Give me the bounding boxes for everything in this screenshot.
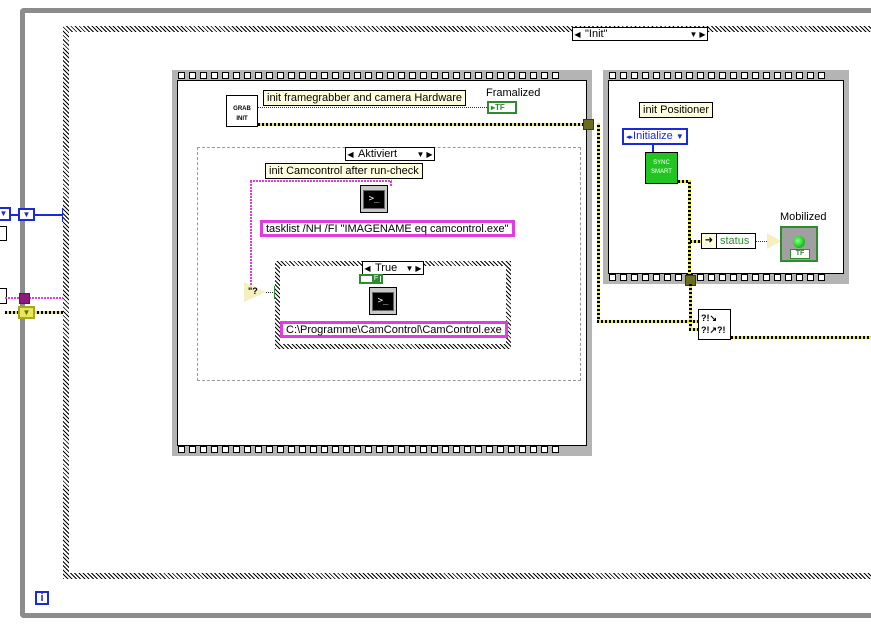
framalized-terminal-text: TF — [495, 103, 505, 112]
diagram-disable-value: Aktiviert — [358, 148, 398, 160]
dropdown-arrow-icon[interactable]: ▼ — [416, 149, 425, 159]
loop-iteration-terminal: i — [35, 591, 49, 605]
enum-control-left: ▼ — [0, 207, 11, 221]
decrement-arrow-icon[interactable]: ◀ — [364, 263, 371, 273]
decrement-arrow-icon[interactable]: ◀ — [574, 29, 581, 39]
framalized-label: Framalized — [486, 87, 541, 99]
dropdown-arrow-icon: ▼ — [675, 132, 684, 141]
match-pattern-icon[interactable] — [244, 282, 266, 302]
led-icon — [793, 236, 805, 248]
increment-arrow-icon[interactable]: ▶ — [699, 29, 706, 39]
inner-case-selector-value: True — [375, 262, 398, 274]
boolean-false-constant[interactable]: F — [359, 274, 383, 284]
main-case-selector[interactable]: ◀ "Init" ▼ ▶ — [572, 27, 708, 41]
error-wire-frame2 — [678, 180, 690, 183]
positioner-comment: init Positioner — [639, 102, 714, 118]
string-tunnel-left — [19, 293, 30, 304]
system-exec-icon[interactable]: >_ — [360, 185, 388, 213]
merge-errors-function[interactable]: ?!↘?!↗?! — [698, 309, 731, 340]
match-pattern-glyph: "? — [248, 286, 258, 296]
string-wire — [250, 180, 252, 285]
grab-init-comment: init framegrabber and camera Hardware — [263, 90, 467, 106]
unbundle-by-name[interactable]: ➜ status — [701, 233, 756, 249]
enum-value: Initialize — [633, 130, 673, 142]
error-wire — [689, 328, 699, 331]
mobilized-terminal-text: TF — [790, 249, 810, 259]
sync-smart-subvi[interactable]: SYNC SMART — [645, 152, 678, 184]
error-branch-wire — [690, 240, 702, 243]
decrement-arrow-icon[interactable]: ◀ — [347, 149, 354, 159]
framalized-indicator[interactable]: ▸TF — [487, 101, 517, 114]
grab-init-subvi[interactable]: GRAB INIT — [226, 95, 258, 127]
mobilized-label: Mobilized — [780, 211, 827, 223]
error-tunnel-frame1 — [583, 119, 594, 130]
not-function-icon[interactable] — [767, 233, 781, 249]
tasklist-command-constant[interactable]: tasklist /NH /FI "IMAGENAME eq camcontro… — [260, 220, 515, 237]
string-wire — [390, 180, 392, 186]
boolean-wire — [266, 292, 276, 293]
grab-init-line1: GRAB — [233, 106, 251, 112]
enum-wire — [652, 145, 654, 153]
unbundle-field: status — [716, 234, 755, 248]
arrow-icon: ➜ — [704, 235, 714, 246]
mobilized-led-indicator[interactable]: TF — [780, 226, 818, 262]
camcontrol-path-constant[interactable]: C:\Programme\CamControl\CamControl.exe — [280, 321, 508, 338]
boolean-wire — [258, 107, 488, 108]
left-constant-box — [0, 288, 7, 304]
grab-init-line2: INIT — [236, 116, 248, 122]
initialize-enum-constant[interactable]: ◂▸Initialize ▼ — [622, 128, 688, 145]
error-wire — [689, 284, 692, 330]
error-wire-frame1 — [258, 123, 590, 126]
main-case-selector-value: "Init" — [585, 28, 608, 40]
left-constant-box — [0, 226, 7, 241]
increment-arrow-icon[interactable]: ▶ — [426, 149, 433, 159]
error-wire-left — [5, 311, 67, 314]
enum-shift-register: ▼ — [18, 208, 35, 221]
boolean-wire — [756, 241, 768, 242]
error-wire — [597, 123, 600, 323]
dropdown-arrow-icon[interactable]: ▼ — [689, 29, 698, 39]
dropdown-arrow-icon[interactable]: ▼ — [405, 263, 414, 273]
increment-arrow-icon[interactable]: ▶ — [415, 263, 422, 273]
inner-case-selector[interactable]: ◀ True ▼ ▶ — [362, 261, 424, 275]
string-wire — [250, 180, 392, 182]
error-wire-out — [731, 336, 871, 339]
merge-errors-icon: ?!↘?!↗?! — [701, 313, 726, 335]
error-wire-frame2 — [688, 180, 691, 280]
enum-arrows-icon: ◂▸ — [626, 134, 634, 141]
error-wire — [597, 320, 699, 323]
camcontrol-comment: init Camcontrol after run-check — [265, 163, 423, 179]
string-wire-left — [5, 297, 67, 299]
system-exec-icon[interactable]: >_ — [369, 287, 397, 315]
diagram-disable-selector[interactable]: ◀ Aktiviert ▼ ▶ — [345, 147, 435, 161]
error-shift-register: ▼ — [18, 306, 35, 319]
sequence-frame-1 — [172, 70, 592, 456]
